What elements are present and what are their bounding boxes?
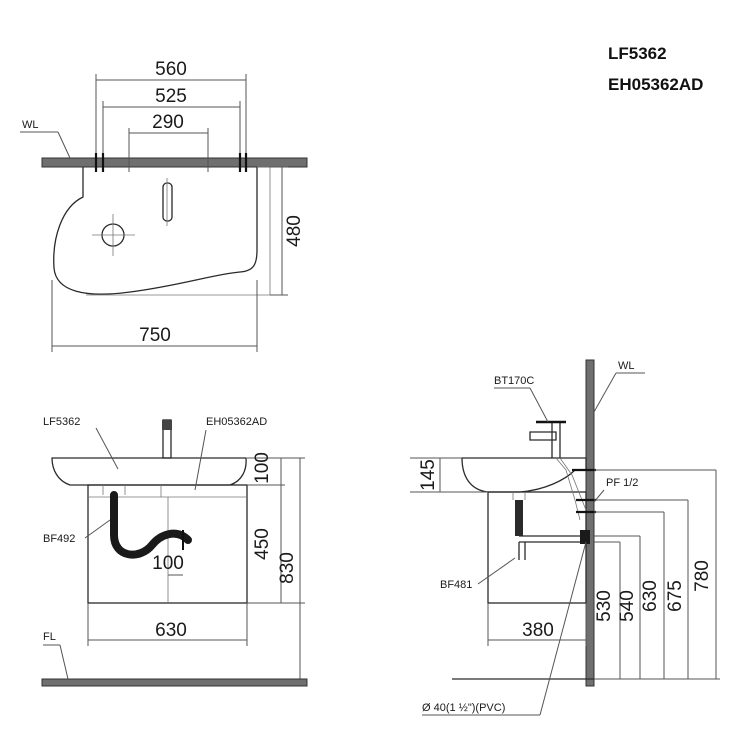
label-basin-front: LF5362 xyxy=(43,416,80,428)
dim-630-front: 630 xyxy=(155,620,187,641)
front-view: LF5362 EH05362AD BF492 100 100 450 830 6… xyxy=(41,416,308,687)
label-inlet: PF 1/2 xyxy=(606,477,638,489)
dim-540: 540 xyxy=(617,590,638,622)
label-trap-side: BF481 xyxy=(440,579,472,591)
floor-strip xyxy=(41,678,308,687)
label-cabinet-front: EH05362AD xyxy=(206,416,267,428)
dim-100-inner: 100 xyxy=(152,553,184,574)
dim-480: 480 xyxy=(284,215,305,247)
dim-145: 145 xyxy=(418,459,439,491)
dim-830: 830 xyxy=(277,552,298,584)
wall-outlet-icon xyxy=(580,530,590,544)
dim-750: 750 xyxy=(139,325,171,346)
dim-530: 530 xyxy=(594,590,615,622)
model-code-basin: LF5362 xyxy=(608,44,667,63)
dim-675: 675 xyxy=(665,580,686,612)
label-drain: Ø 40(1 ½")(PVC) xyxy=(422,702,505,714)
top-view: WL 560 525 290 xyxy=(20,59,308,352)
dim-780: 780 xyxy=(692,560,713,592)
cabinet-front xyxy=(87,484,248,604)
dim-630-side: 630 xyxy=(640,580,661,612)
trap-pipe-icon xyxy=(515,500,523,536)
dim-450: 450 xyxy=(252,528,273,560)
basin-top-outline xyxy=(53,167,258,295)
dim-380: 380 xyxy=(522,620,554,641)
wall-label-top: WL xyxy=(22,119,39,131)
wall-side xyxy=(585,359,595,687)
dim-290: 290 xyxy=(152,112,184,133)
basin-front-outline xyxy=(51,457,247,486)
wall-strip xyxy=(41,157,308,168)
dim-100-top: 100 xyxy=(252,452,273,484)
cabinet-side xyxy=(487,491,587,604)
side-view: BT170C WL PF 1/2 BF481 Ø 40(1 ½")(PVC) 1… xyxy=(410,359,720,716)
label-wall-side: WL xyxy=(618,360,635,372)
faucet-side-icon xyxy=(529,422,561,458)
dim-525: 525 xyxy=(155,86,187,107)
faucet-icon xyxy=(162,182,173,222)
dim-560: 560 xyxy=(155,59,187,80)
s-trap-icon xyxy=(110,491,192,559)
model-code-cabinet: EH05362AD xyxy=(608,75,703,94)
label-trap-front: BF492 xyxy=(43,533,75,545)
label-floor: FL xyxy=(43,631,56,643)
label-faucet-side: BT170C xyxy=(494,375,534,387)
